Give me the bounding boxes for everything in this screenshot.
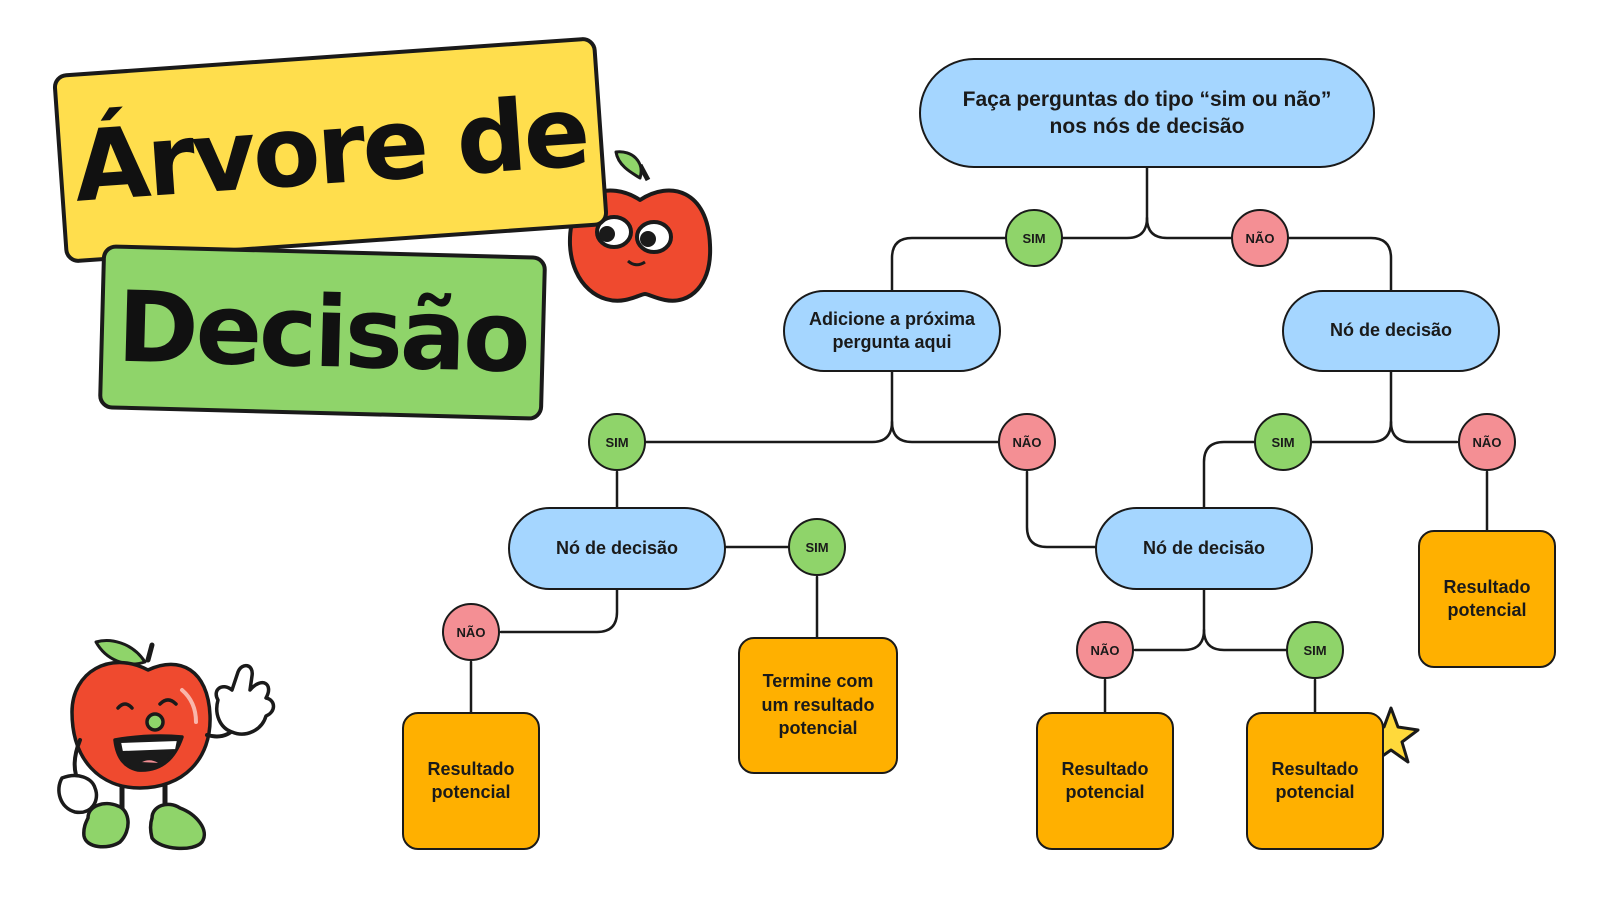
no-badge: NÃO bbox=[1458, 413, 1516, 471]
title-text-2: Decisão bbox=[115, 270, 530, 395]
end-result-node: Termine com um resultado potencial bbox=[738, 637, 898, 774]
title-text-1: Árvore de bbox=[70, 75, 591, 225]
root-node: Faça perguntas do tipo “sim ou não” nos … bbox=[919, 58, 1375, 168]
yes-badge: SIM bbox=[1286, 621, 1344, 679]
edge-right-sim bbox=[1310, 370, 1393, 444]
apple-mascot-icon bbox=[57, 639, 276, 851]
title-line-2: Decisão bbox=[97, 244, 548, 421]
edge-nao-center bbox=[1025, 470, 1099, 549]
decision-node-center: Nó de decisão bbox=[1095, 507, 1313, 590]
yes-badge: SIM bbox=[788, 518, 846, 576]
no-badge: NÃO bbox=[1231, 209, 1289, 267]
edge-q-right bbox=[890, 420, 1029, 444]
edge-q-left bbox=[615, 370, 894, 444]
edge-center-sim bbox=[1202, 628, 1288, 652]
decision-node-right: Nó de decisão bbox=[1282, 290, 1500, 372]
result-node-3: Resultado potencial bbox=[1246, 712, 1384, 850]
edge-center-nao bbox=[1133, 588, 1206, 652]
no-badge: NÃO bbox=[1076, 621, 1134, 679]
next-question-node: Adicione a próxima pergunta aqui bbox=[783, 290, 1001, 372]
no-badge: NÃO bbox=[442, 603, 500, 661]
yes-badge: SIM bbox=[1005, 209, 1063, 267]
edge-right-nao bbox=[1389, 420, 1459, 444]
yes-badge: SIM bbox=[1254, 413, 1312, 471]
title-line-1: Árvore de bbox=[52, 36, 609, 264]
edge-sim-center bbox=[1202, 440, 1256, 509]
edge-left-nao bbox=[499, 588, 619, 634]
result-node-2: Resultado potencial bbox=[1036, 712, 1174, 850]
result-node-1: Resultado potencial bbox=[402, 712, 540, 850]
result-node-4: Resultado potencial bbox=[1418, 530, 1556, 668]
no-badge: NÃO bbox=[998, 413, 1056, 471]
decision-node-left: Nó de decisão bbox=[508, 507, 726, 590]
edge-root-right bbox=[1145, 216, 1393, 292]
yes-badge: SIM bbox=[588, 413, 646, 471]
